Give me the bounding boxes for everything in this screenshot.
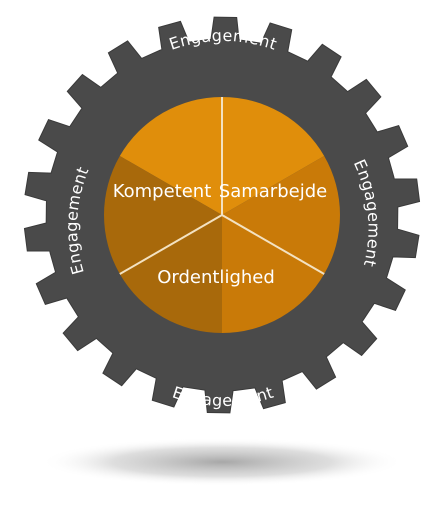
- segment-ordentlighed: [104, 156, 222, 333]
- segment-label-ordentlighed: Ordentlighed: [157, 267, 275, 288]
- segment-label-kompetent: Kompetent: [113, 181, 212, 202]
- segment-divider: [119, 214, 223, 275]
- gear-shadow: [40, 438, 404, 486]
- center-pie: [104, 97, 340, 333]
- segment-label-samarbejde: Samarbejde: [219, 181, 327, 202]
- segment-samarbejde: [222, 156, 340, 333]
- segment-divider: [221, 214, 325, 275]
